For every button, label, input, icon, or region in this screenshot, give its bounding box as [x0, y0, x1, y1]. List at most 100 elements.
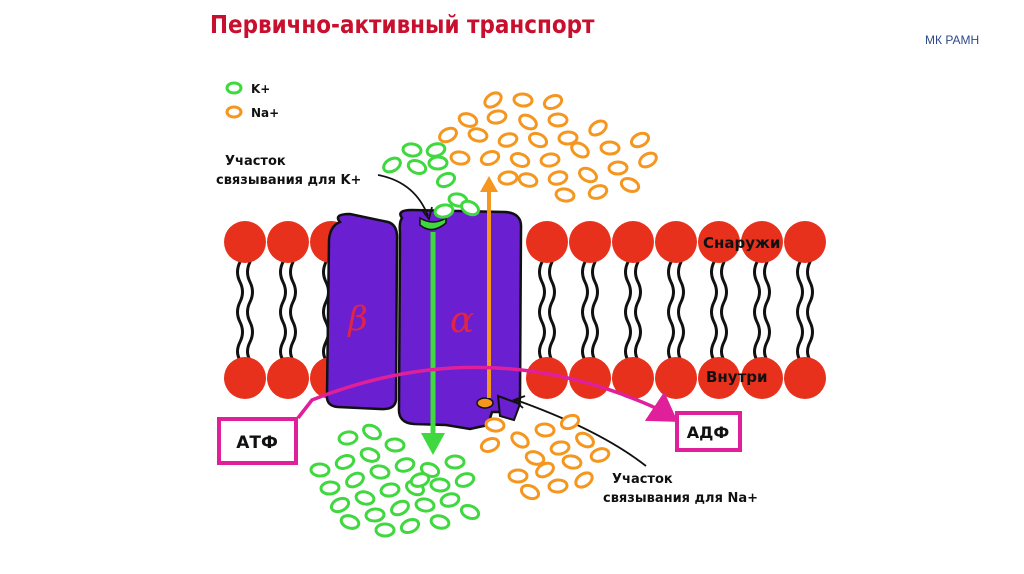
lipid-tail — [720, 260, 728, 362]
alpha-subunit-label: α — [450, 300, 474, 341]
na-ion — [512, 92, 534, 108]
na-ion — [638, 151, 658, 169]
na-ion — [483, 91, 503, 109]
lipid-head — [267, 221, 309, 263]
na-ion — [527, 131, 549, 149]
lipid-heads-inner — [224, 357, 826, 399]
na-ion — [509, 152, 531, 168]
lipid-tail — [538, 260, 546, 362]
na-ion — [497, 170, 519, 186]
lipid-head — [655, 221, 697, 263]
na-ion — [575, 431, 595, 449]
k-ion — [399, 517, 421, 535]
na-k-pump: β α — [325, 208, 523, 431]
na-ion — [479, 150, 501, 166]
na-ion — [457, 112, 479, 128]
atp-label: АТФ — [236, 433, 278, 453]
na-ion — [559, 413, 581, 431]
na-ion — [589, 447, 611, 463]
na-ion — [524, 450, 546, 466]
lipid-head — [741, 357, 783, 399]
adp-box: АДФ — [675, 411, 742, 452]
k-ion — [459, 199, 481, 217]
k-ion — [345, 471, 365, 489]
lipid-head — [526, 221, 568, 263]
lipid-tail — [710, 260, 718, 362]
na-ion — [561, 454, 583, 470]
k-ion — [444, 454, 466, 470]
na-binding-site — [476, 397, 494, 409]
lipid-tail — [624, 260, 632, 362]
k-ion — [394, 457, 416, 473]
k-ion — [384, 437, 406, 453]
na-ion — [497, 132, 519, 148]
k-transport-arrow — [421, 232, 445, 455]
lipid-tail — [246, 260, 254, 362]
legend-k-swatch — [225, 81, 243, 95]
na-ion — [484, 417, 506, 433]
slide-title: Первично-активный транспорт — [210, 10, 595, 39]
k-ion — [334, 454, 356, 470]
na-ion — [574, 471, 594, 489]
na-ion — [629, 131, 651, 149]
lipid-tails — [236, 260, 814, 362]
na-ion — [449, 150, 471, 166]
k-ion — [374, 522, 396, 538]
k-ion — [369, 464, 391, 480]
na-ion — [557, 130, 579, 146]
beta-subunit-label: β — [346, 299, 368, 339]
atp-hydrolysis-arrow — [296, 365, 678, 422]
k-site-label-line2: связывания для K+ — [216, 173, 361, 188]
na-ion — [510, 431, 530, 449]
lipid-head — [698, 221, 740, 263]
k-ion — [379, 482, 401, 498]
k-ion — [409, 472, 431, 488]
lipid-tail — [634, 260, 642, 362]
k-ion — [382, 156, 402, 174]
lipid-tail — [581, 260, 589, 362]
na-ion — [519, 483, 541, 501]
lipid-tail — [677, 260, 685, 362]
lipid-tail — [236, 260, 244, 362]
lipid-tail — [591, 260, 599, 362]
na-ion — [479, 436, 501, 454]
k-ion — [406, 159, 428, 175]
na-ion — [588, 119, 608, 137]
legend-na-swatch — [225, 105, 243, 119]
k-ion — [414, 497, 436, 513]
lipid-head — [224, 221, 266, 263]
na-ion — [547, 112, 569, 128]
k-ion — [429, 514, 451, 530]
lipid-tail — [322, 260, 330, 362]
outside-label: Снаружи — [703, 234, 780, 252]
alpha-subunit-notch — [496, 394, 522, 422]
na-ion — [570, 141, 590, 159]
k-ion — [339, 514, 361, 530]
k-ion — [354, 490, 376, 506]
lipid-tail — [753, 260, 761, 362]
lipid-head — [612, 221, 654, 263]
na-ion — [507, 468, 529, 484]
lipid-head — [569, 221, 611, 263]
lipid-head — [612, 357, 654, 399]
lipid-head — [741, 221, 783, 263]
k-ion — [390, 499, 410, 517]
na-ion — [547, 478, 569, 494]
na-ion — [578, 166, 598, 184]
na-site-label-line1: Участок — [612, 472, 673, 487]
lipid-head — [526, 357, 568, 399]
na-ion — [486, 109, 508, 125]
k-ion — [329, 496, 351, 514]
na-ion — [534, 422, 556, 438]
legend: K+ Na+ — [225, 81, 279, 120]
k-ion — [427, 155, 449, 171]
lipid-tail — [279, 260, 287, 362]
lipid-head — [224, 357, 266, 399]
lipid-head — [655, 357, 697, 399]
na-ion — [542, 93, 564, 111]
na-ion — [549, 440, 571, 456]
na-ion — [587, 184, 609, 200]
na-ion — [539, 152, 561, 168]
